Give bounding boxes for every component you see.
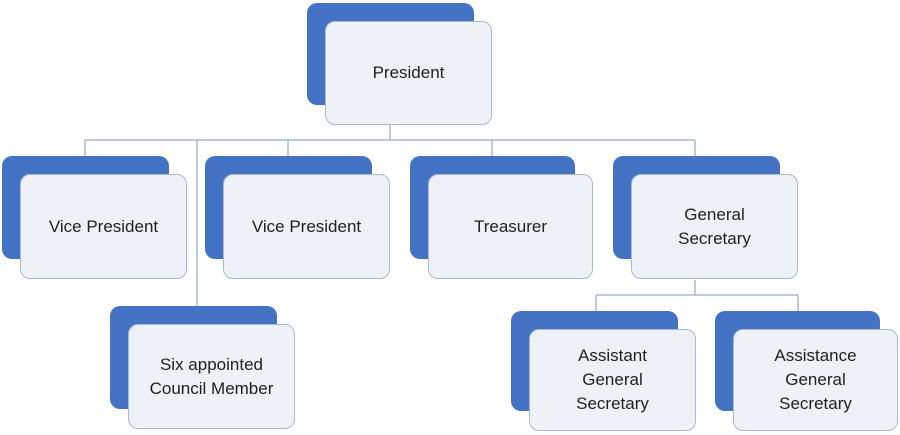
- node-box: Six appointed Council Member: [128, 324, 295, 429]
- node-vice-president-1: Vice President: [2, 156, 187, 279]
- node-box: Vice President: [20, 174, 187, 279]
- node-box: Vice President: [223, 174, 390, 279]
- node-box: Assistance General Secretary: [733, 329, 898, 431]
- node-vice-president-2: Vice President: [205, 156, 390, 279]
- assistant-general-secretary-2-label: Assistance General Secretary: [774, 346, 857, 413]
- node-box: Treasurer: [428, 174, 593, 279]
- node-box: Assistant General Secretary: [529, 329, 696, 431]
- council-member-label: Six appointed Council Member: [149, 354, 274, 398]
- node-general-secretary: General Secretary: [613, 156, 798, 279]
- node-assistant-general-secretary-1: Assistant General Secretary: [511, 311, 696, 431]
- node-box: General Secretary: [631, 174, 798, 279]
- president-label: President: [372, 63, 445, 82]
- treasurer-label: Treasurer: [473, 216, 548, 236]
- node-box: President: [325, 21, 492, 125]
- node-treasurer: Treasurer: [410, 156, 593, 279]
- vice-president-1-label: Vice President: [48, 216, 159, 236]
- general-secretary-label: General Secretary: [678, 204, 751, 248]
- node-president: President: [307, 3, 492, 125]
- vice-president-2-label: Vice President: [251, 216, 362, 236]
- assistant-general-secretary-1-label: Assistant General Secretary: [576, 346, 649, 413]
- node-assistant-general-secretary-2: Assistance General Secretary: [715, 311, 898, 431]
- node-council-member: Six appointed Council Member: [110, 306, 295, 429]
